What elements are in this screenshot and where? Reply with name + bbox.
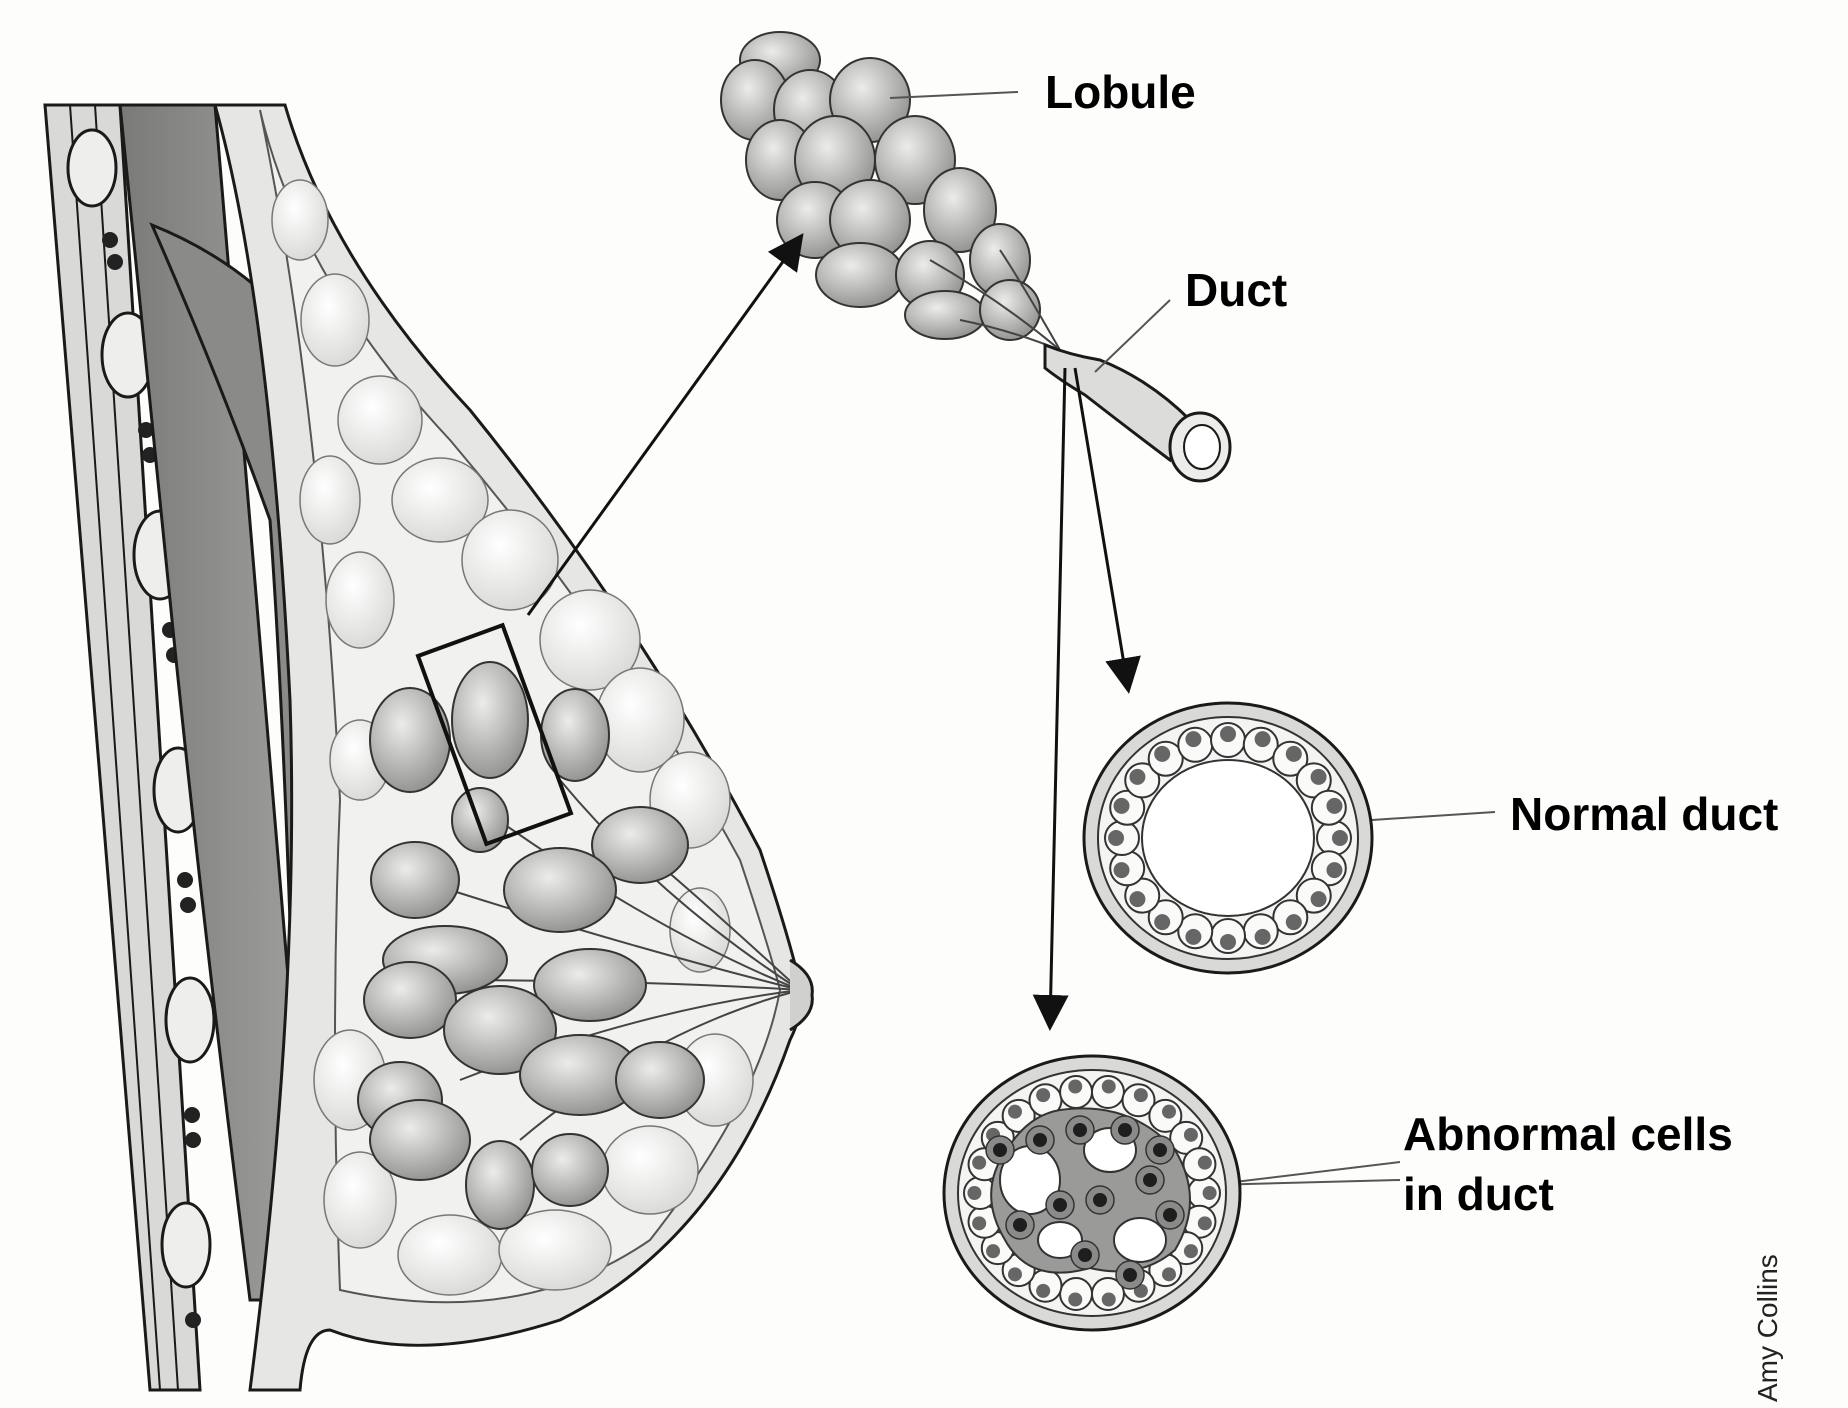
abnormal-duct-cross-section	[942, 1054, 1242, 1332]
cell-nucleus	[1129, 891, 1146, 908]
cell-nucleus	[1129, 768, 1146, 785]
cell-nucleus	[986, 1244, 1001, 1259]
cell-nucleus	[1101, 1079, 1116, 1094]
cell-nucleus	[1310, 768, 1327, 785]
glandular-lobules	[357, 661, 705, 1230]
lobule-label: Lobule	[1045, 66, 1196, 118]
cell-nucleus	[967, 1186, 982, 1200]
cell-nucleus	[1310, 891, 1327, 908]
cell-nucleus	[1162, 1267, 1177, 1282]
cell-nucleus	[1183, 1127, 1198, 1142]
normal-duct-cells	[1104, 722, 1352, 954]
abnormal-cell-nucleus	[1123, 1268, 1137, 1282]
normal-duct-leader-line	[1371, 811, 1496, 821]
cell-nucleus	[1220, 726, 1236, 743]
cell-nucleus	[1220, 933, 1236, 950]
duct-label: Duct	[1185, 264, 1288, 316]
cell-nucleus	[972, 1216, 987, 1231]
lobule-leader-line	[889, 91, 1019, 99]
cell-nucleus	[1068, 1079, 1083, 1094]
lobule-enlarged	[720, 31, 1041, 341]
cell-nucleus	[1036, 1283, 1051, 1298]
abnormal-cell-nucleus	[1163, 1208, 1177, 1222]
normal-duct-label: Normal duct	[1510, 788, 1779, 840]
cell-nucleus	[1202, 1186, 1217, 1200]
abnormal-leader-line-1	[1209, 1161, 1401, 1186]
cell-nucleus	[1007, 1104, 1022, 1119]
illustrator-credit: Amy Collins	[1752, 1254, 1783, 1402]
duct-tube	[1043, 342, 1192, 463]
cell-nucleus	[1254, 731, 1271, 748]
ribs	[66, 128, 216, 1289]
cell-nucleus	[1185, 928, 1202, 945]
cell-nucleus	[1101, 1292, 1116, 1307]
cell-nucleus	[1254, 928, 1271, 945]
duct-leader-line	[1094, 299, 1171, 373]
cell-nucleus	[1285, 914, 1302, 931]
cell-nucleus	[1197, 1155, 1212, 1170]
abnormal-cells-label-line2: in duct	[1403, 1168, 1554, 1220]
abnormal-cell-nucleus	[1033, 1133, 1047, 1147]
cell-nucleus	[1185, 731, 1202, 748]
cell-nucleus	[1197, 1216, 1212, 1231]
cell-nucleus	[1113, 797, 1130, 814]
cell-nucleus	[1113, 862, 1130, 879]
nipple	[789, 958, 814, 1032]
abnormal-lumen-spaces	[999, 1127, 1167, 1263]
abnormal-cell-nucleus	[1093, 1193, 1107, 1207]
cell-nucleus	[1036, 1088, 1051, 1103]
arrow-to-normal-duct	[1073, 367, 1141, 694]
cell-nucleus	[1183, 1244, 1198, 1259]
arrow-to-abnormal-duct	[1032, 367, 1069, 1031]
abnormal-leader-line-2	[1209, 1179, 1401, 1186]
cell-nucleus	[1162, 1104, 1177, 1119]
arrow-to-lobule	[526, 233, 804, 616]
abnormal-cell-nucleus	[1153, 1143, 1167, 1157]
abnormal-cell-nucleus	[1078, 1248, 1092, 1262]
cell-nucleus	[1285, 745, 1302, 762]
abnormal-cell-nucleus	[1053, 1198, 1067, 1212]
cell-nucleus	[1326, 862, 1343, 879]
breast-cross-section	[43, 103, 814, 1392]
abnormal-cell-nucleus	[1143, 1173, 1157, 1187]
abnormal-cell-nucleus	[1118, 1123, 1132, 1137]
pectoral-muscle	[118, 103, 295, 1302]
cell-nucleus	[1331, 830, 1348, 846]
cell-nucleus	[1068, 1292, 1083, 1307]
cell-nucleus	[1133, 1088, 1148, 1103]
abnormal-cell-nucleus	[1073, 1123, 1087, 1137]
abnormal-duct-inner-cells	[985, 1115, 1185, 1290]
abnormal-cell-nucleus	[993, 1143, 1007, 1157]
cell-nucleus	[1326, 797, 1343, 814]
lobule-highlight-box	[415, 622, 574, 847]
cell-nucleus	[1154, 745, 1171, 762]
abnormal-cells-label-line1: Abnormal cells	[1403, 1108, 1733, 1160]
cell-nucleus	[1007, 1267, 1022, 1282]
cell-nucleus	[1108, 830, 1125, 846]
intercostal-vessels	[102, 232, 201, 1328]
normal-duct-cross-section	[1082, 701, 1374, 975]
cell-nucleus	[972, 1155, 987, 1170]
cell-nucleus	[1154, 914, 1171, 931]
abnormal-cell-nucleus	[1013, 1218, 1027, 1232]
